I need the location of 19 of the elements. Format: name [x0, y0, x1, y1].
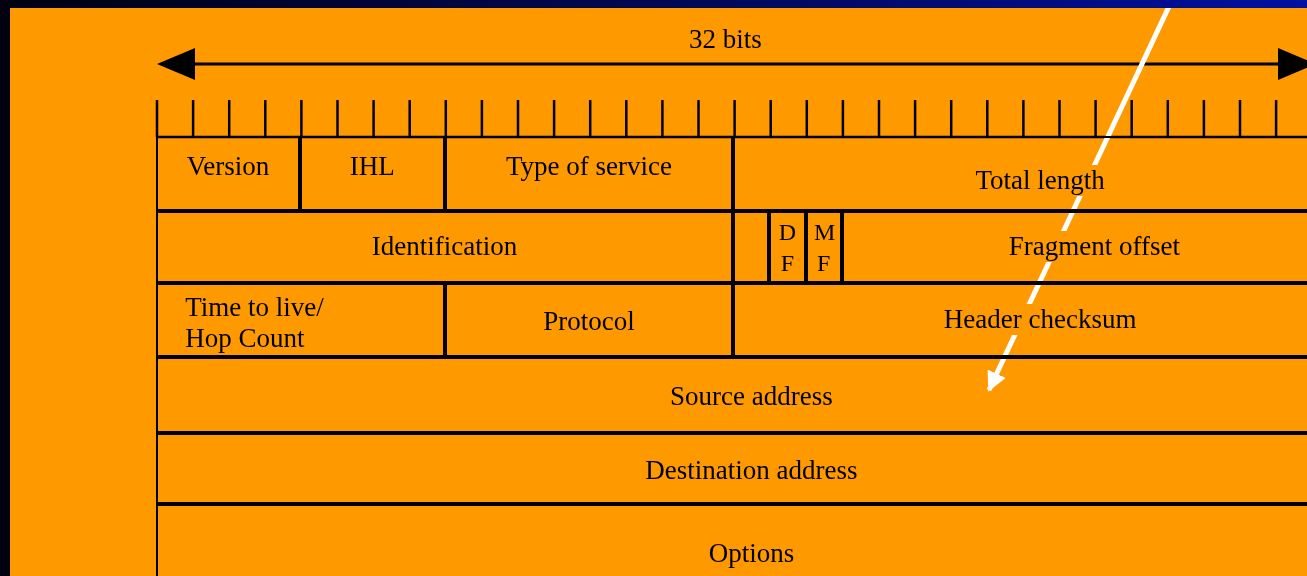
header-field — [444, 135, 734, 211]
dimension-label: 32 bits — [689, 24, 762, 55]
header-field — [155, 356, 1307, 433]
header-field — [444, 282, 734, 357]
header-field — [155, 503, 1307, 576]
header-field — [733, 135, 1307, 211]
header-field — [733, 282, 1307, 357]
field-label: Fragment offset — [1008, 231, 1180, 263]
header-field — [769, 210, 806, 283]
header-field — [155, 282, 445, 357]
field-label: Total length — [975, 164, 1105, 196]
reserved-bit-field — [733, 210, 770, 283]
header-field — [805, 210, 842, 283]
header-field — [841, 210, 1307, 283]
header-field — [300, 135, 445, 211]
header-field — [155, 135, 301, 211]
header-field — [155, 432, 1307, 504]
field-label: Header checksum — [943, 304, 1137, 336]
header-field — [155, 210, 734, 283]
